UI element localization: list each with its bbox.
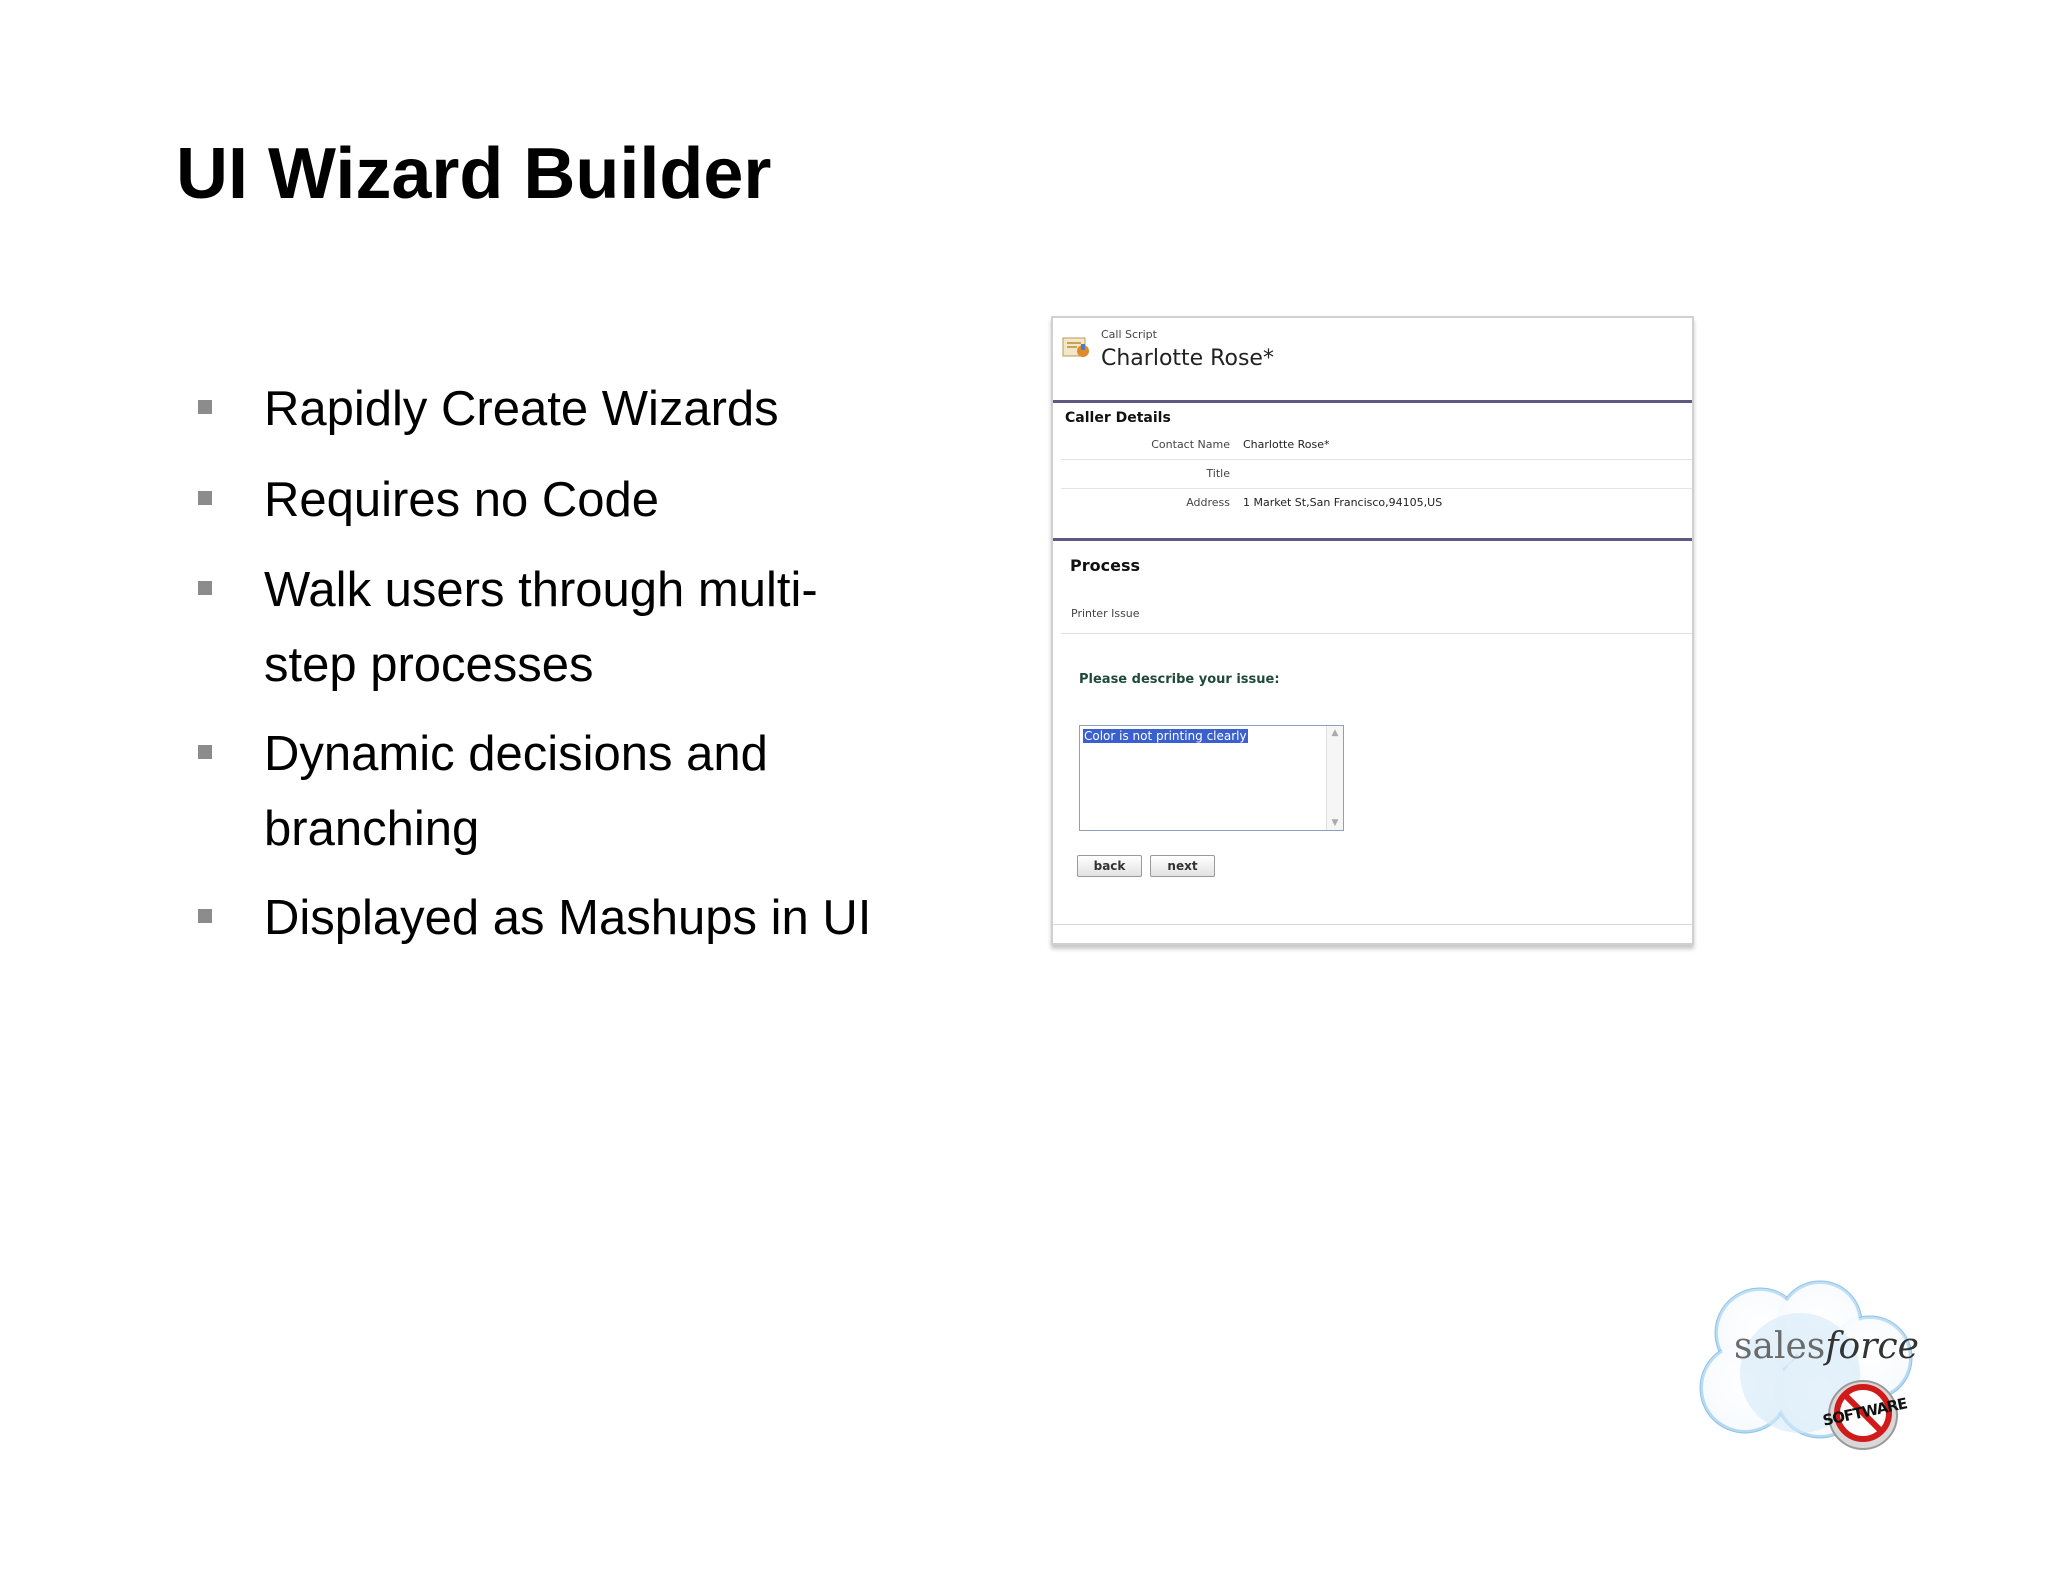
header-label: Call Script [1101, 328, 1157, 341]
process-heading: Process [1070, 556, 1140, 575]
field-label: Address [1186, 496, 1230, 509]
section-divider [1053, 400, 1692, 403]
slide-title: UI Wizard Builder [176, 134, 772, 214]
logo-wordmark: salesforce [1734, 1326, 1919, 1367]
textarea-scrollbar[interactable]: ▲ ▼ [1326, 726, 1343, 830]
field-value: Charlotte Rose* [1243, 438, 1330, 451]
header-contact-name: Charlotte Rose* [1101, 346, 1274, 371]
bullet-marker [198, 400, 212, 414]
selected-text: Color is not printing clearly [1083, 729, 1248, 743]
issue-prompt: Please describe your issue: [1079, 672, 1280, 687]
field-row-contact-name: Contact Name Charlotte Rose* [1061, 431, 1692, 460]
divider [1053, 924, 1692, 925]
salesforce-logo: salesforce SOFTWARE [1690, 1278, 1920, 1458]
divider [1061, 633, 1692, 634]
process-subtitle: Printer Issue [1071, 607, 1140, 620]
bullet-text: Displayed as Mashups in UI [264, 891, 872, 945]
section-divider [1053, 538, 1692, 541]
call-script-icon [1062, 337, 1089, 357]
field-value: 1 Market St,San Francisco,94105,US [1243, 496, 1443, 509]
bullet-text: Dynamic decisions and [264, 727, 768, 781]
bullet-marker [198, 581, 212, 595]
bullet-text: Rapidly Create Wizards [264, 382, 779, 436]
caller-details-heading: Caller Details [1065, 410, 1171, 426]
bullet-text-continued: branching [264, 802, 480, 856]
cloud-icon [1699, 1280, 1913, 1450]
logo-text-italic: force [1825, 1326, 1919, 1367]
back-button[interactable]: back [1077, 855, 1142, 877]
bullet-marker [198, 909, 212, 923]
scroll-down-icon[interactable]: ▼ [1331, 818, 1339, 828]
field-label: Contact Name [1151, 438, 1230, 451]
bullet-text-continued: step processes [264, 638, 594, 692]
issue-textarea[interactable]: Color is not printing clearly ▲ ▼ [1079, 725, 1344, 831]
bullet-text: Requires no Code [264, 473, 659, 527]
logo-text-plain: sales [1734, 1326, 1826, 1367]
field-label: Title [1206, 467, 1230, 480]
field-row-title: Title [1061, 460, 1692, 489]
bullet-text: Walk users through multi- [264, 563, 818, 617]
bullet-marker [198, 745, 212, 759]
bullet-marker [198, 491, 212, 505]
scroll-up-icon[interactable]: ▲ [1331, 728, 1339, 738]
field-row-address: Address 1 Market St,San Francisco,94105,… [1061, 489, 1692, 517]
call-script-screenshot: Call Script Charlotte Rose* Caller Detai… [1051, 316, 1694, 945]
next-button[interactable]: next [1150, 855, 1215, 877]
